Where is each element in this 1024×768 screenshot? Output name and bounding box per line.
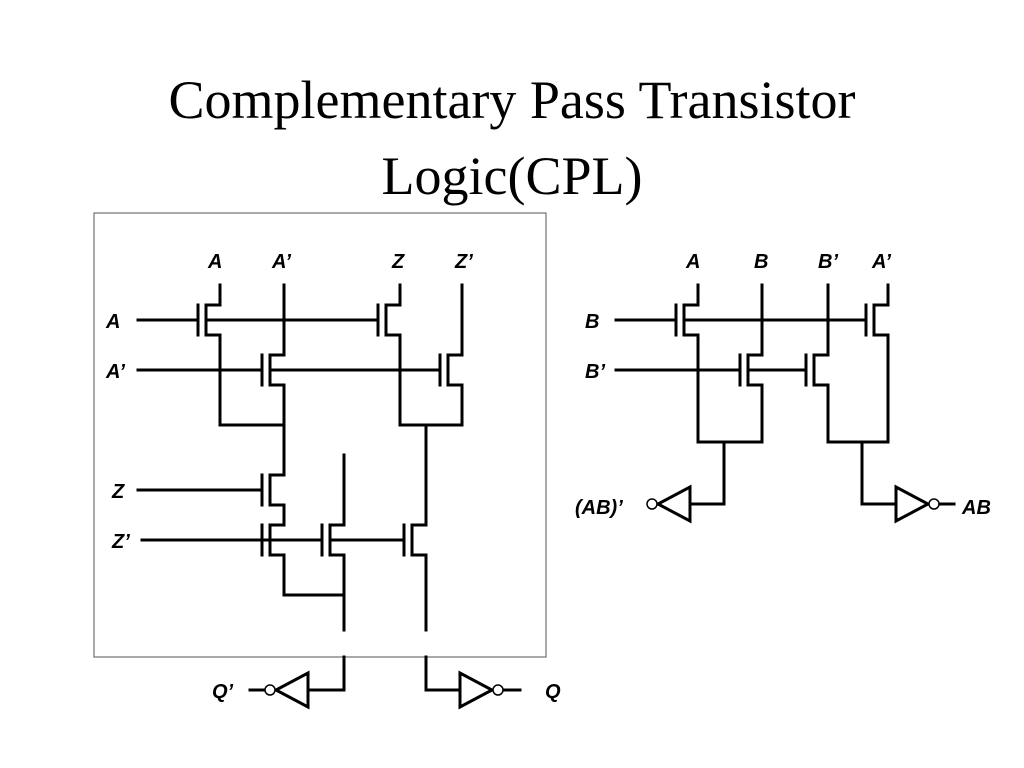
left-transistor-a-pass-a [196, 283, 222, 427]
right-circuit: A B B’ A’ B B’ [575, 251, 991, 524]
right-top-label-b: B [754, 251, 768, 273]
left-side-label-z: Z [111, 481, 125, 503]
left-side-label-a: A [105, 311, 120, 333]
left-side-label-a-bar: A’ [105, 361, 125, 383]
right-transistor-bbar-pass-bbar [804, 283, 830, 444]
right-output-pos-label: AB [961, 497, 991, 519]
left-node-2 [398, 423, 464, 472]
left-node-1 [218, 423, 286, 477]
left-side-label-z-bar: Z’ [111, 531, 130, 553]
left-top-label-z-bar: Z’ [454, 251, 473, 273]
right-side-label-b: B [585, 311, 599, 333]
right-transistor-b-pass-abar [864, 283, 890, 444]
left-transistor-abar-pass-zbar [438, 283, 464, 427]
right-output-pos [860, 440, 956, 524]
right-transistor-b-pass-a [674, 283, 700, 444]
left-transistor-a-pass-z [376, 283, 402, 427]
left-top-label-a: A [207, 251, 222, 273]
left-transistor-z-node1 [260, 473, 346, 597]
right-top-label-a-bar: A’ [871, 251, 891, 273]
left-output-pos [424, 655, 522, 710]
left-output-pos-label: Q [545, 681, 561, 703]
left-top-label-z: Z [391, 251, 405, 273]
left-circuit-frame [93, 212, 547, 658]
right-top-label-a: A [685, 251, 700, 273]
left-transistor-abar-pass-abar [260, 283, 286, 427]
title-line-1: Complementary Pass Transistor [168, 70, 856, 130]
left-circuit: A A’ Z Z’ A A’ Z Z’ [93, 212, 561, 710]
left-transistor-zbar-node1 [320, 453, 346, 632]
left-top-label-a-bar: A’ [271, 251, 291, 273]
left-output-neg-label: Q’ [212, 681, 234, 703]
slide-title: Complementary Pass Transistor Logic(CPL) [0, 62, 1024, 214]
left-output-neg [248, 655, 346, 710]
right-top-label-b-bar: B’ [818, 251, 838, 273]
right-output-neg [646, 440, 726, 524]
left-transistor-zbar-node2 [402, 468, 428, 632]
right-transistor-bbar-pass-b [738, 283, 764, 444]
title-line-2: Logic(CPL) [381, 146, 643, 206]
right-output-neg-label: (AB)’ [575, 497, 623, 519]
right-side-label-b-bar: B’ [585, 361, 605, 383]
